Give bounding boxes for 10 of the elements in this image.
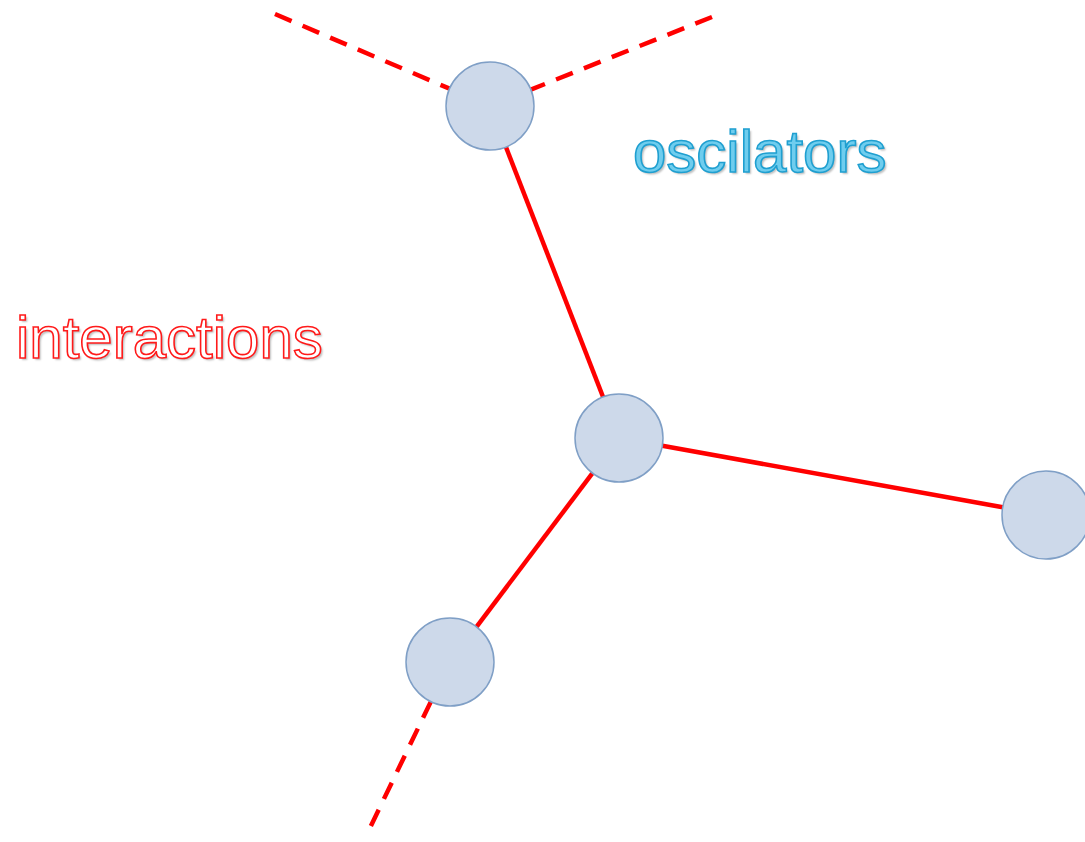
dashed-link-line — [530, 14, 713, 92]
dashed-link-line — [274, 11, 451, 91]
circle-node — [445, 61, 535, 151]
interactions-label: interactions — [16, 308, 323, 368]
link-line — [503, 146, 606, 398]
link-line — [661, 443, 1004, 510]
oscillators-label: oscilators — [633, 122, 887, 182]
circle-node — [405, 617, 495, 707]
circle-node — [574, 393, 664, 483]
link-line — [474, 471, 595, 629]
